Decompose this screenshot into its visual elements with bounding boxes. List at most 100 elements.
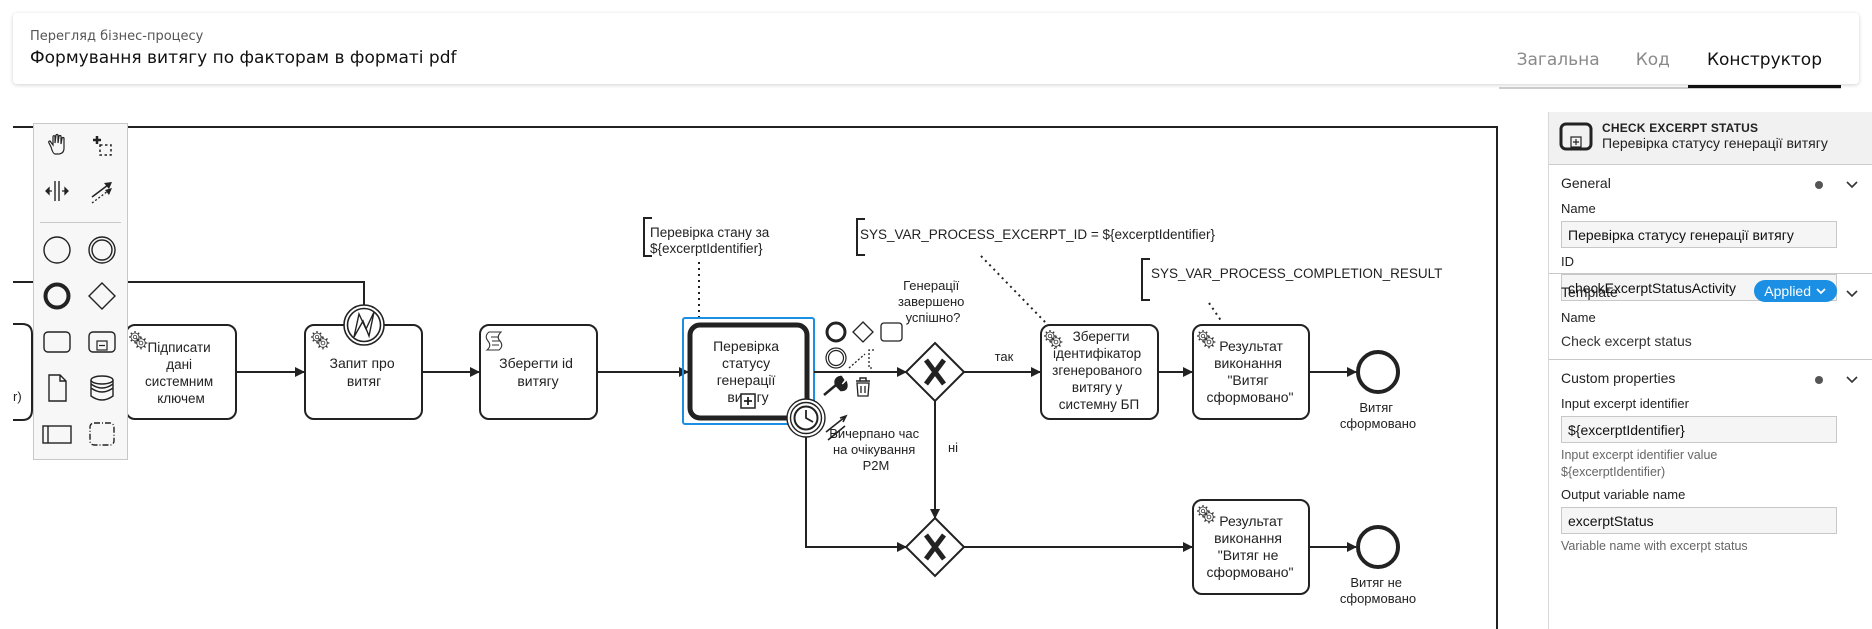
global-connect-icon[interactable]	[84, 173, 120, 209]
group-general-title[interactable]: General	[1561, 175, 1611, 191]
template-name-value: Check excerpt status	[1561, 333, 1692, 349]
intermediate-event-icon[interactable]	[84, 232, 120, 268]
sequence-flow-timeout[interactable]	[805, 437, 907, 552]
end-event-icon[interactable]	[39, 278, 75, 314]
subprocess-element-icon	[1559, 122, 1593, 151]
id-label: ID	[1561, 254, 1574, 269]
input-excerpt-field[interactable]: ${excerptIdentifier}	[1561, 416, 1837, 443]
breadcrumb: Перегляд бізнес-процесу	[30, 29, 204, 44]
text-annotation-check[interactable]: Перевірка стану за ${excerptIdentifier}	[643, 217, 773, 257]
lasso-tool-icon[interactable]	[84, 127, 120, 163]
append-gateway-icon[interactable]	[852, 321, 874, 343]
element-type: CHECK EXCERPT STATUS	[1602, 121, 1759, 135]
tab-constructor[interactable]: Конструктор	[1687, 37, 1841, 88]
output-variable-field[interactable]: excerptStatus	[1561, 507, 1837, 534]
task-partial[interactable]	[13, 323, 33, 421]
text-annotation-excerpt-id[interactable]: SYS_VAR_PROCESS_EXCERPT_ID = ${excerptId…	[856, 218, 1216, 256]
task-sign-data[interactable]: Підписати дані системним ключем	[125, 324, 237, 420]
delete-trash-icon[interactable]	[856, 377, 870, 397]
task-request-excerpt[interactable]: Запит про витяг	[304, 324, 423, 420]
group-has-data-indicator	[1815, 181, 1823, 189]
svg-text:Результат виконання: Результат виконання "Витяг не сформовано…	[1206, 513, 1293, 580]
end-event-fail-label: Витяг не сформовано	[1340, 575, 1416, 606]
connect-icon[interactable]	[825, 414, 848, 441]
timer-label: Вичерпано час на очікування P2M	[829, 426, 923, 473]
append-intermediate-event-icon[interactable]	[825, 347, 847, 369]
pool-border	[13, 126, 1498, 629]
data-store-icon[interactable]	[84, 370, 120, 406]
group-general: General Name Перевірка статусу генерації…	[1549, 165, 1872, 301]
svg-text:SYS_VAR_PROCESS_COMPLETION_RES: SYS_VAR_PROCESS_COMPLETION_RESULT	[1151, 266, 1442, 281]
bpmn-canvas[interactable]: r) Підписати дані системним ключем Запит…	[0, 100, 1540, 629]
output-variable-label: Output variable name	[1561, 487, 1686, 502]
timer-boundary-event[interactable]	[786, 398, 826, 438]
properties-header: CHECK EXCERPT STATUS Перевірка статусу г…	[1549, 112, 1872, 165]
script-task-icon	[485, 331, 503, 351]
append-annotation-icon[interactable]	[848, 349, 874, 369]
end-event-ok-label: Витяг сформовано	[1340, 400, 1416, 431]
task-icon[interactable]	[39, 324, 75, 360]
group-custom-properties: Custom properties Input excerpt identifi…	[1549, 360, 1872, 555]
data-object-icon[interactable]	[39, 370, 75, 406]
error-boundary-event[interactable]	[343, 304, 385, 346]
svg-text:Зберегти ідентифікатор: Зберегти ідентифікатор згенерованого вит…	[1052, 329, 1146, 412]
task-label: Підписати	[148, 340, 211, 355]
input-excerpt-label: Input excerpt identifier	[1561, 396, 1689, 411]
sequence-flow-error	[13, 281, 365, 305]
template-applied-badge[interactable]: Applied	[1754, 280, 1837, 302]
flow-yes-label: так	[995, 349, 1014, 364]
end-event-ok[interactable]	[1356, 350, 1400, 394]
tool-palette	[33, 123, 128, 460]
chevron-down-icon	[1816, 288, 1826, 295]
group-custom-title[interactable]: Custom properties	[1561, 370, 1676, 386]
name-input[interactable]: Перевірка статусу генерації витягу	[1561, 221, 1837, 248]
view-tabs: Загальна Код Конструктор	[1498, 37, 1841, 89]
palette-separator	[40, 222, 121, 223]
end-event-fail[interactable]	[1356, 525, 1400, 569]
task-result-ok[interactable]: Результат виконання "Витяг сформовано"	[1192, 324, 1310, 420]
tab-general[interactable]: Загальна	[1516, 50, 1600, 70]
task-result-fail[interactable]: Результат виконання "Витяг не сформовано…	[1192, 499, 1310, 595]
chevron-down-icon[interactable]	[1845, 286, 1859, 300]
template-name-label: Name	[1561, 310, 1596, 325]
association	[980, 255, 1047, 324]
gateway-icon[interactable]	[84, 278, 120, 314]
append-task-icon[interactable]	[880, 322, 903, 342]
group-has-data-indicator	[1815, 376, 1823, 384]
svg-text:SYS_VAR_PROCESS_EXCERPT_ID = $: SYS_VAR_PROCESS_EXCERPT_ID = ${excerptId…	[860, 227, 1216, 242]
element-name: Перевірка статусу генерації витягу	[1602, 135, 1828, 151]
subprocess-icon[interactable]	[84, 324, 120, 360]
task-check-status[interactable]: Перевірка статусу генерації витягу	[687, 322, 810, 421]
exclusive-gateway-success[interactable]	[904, 341, 966, 403]
error-icon	[353, 311, 375, 339]
svg-text:Запит про витяг: Запит про витяг	[330, 355, 399, 389]
svg-text:Результат виконання: Результат виконання "Витяг сформовано"	[1206, 338, 1293, 405]
output-variable-description: Variable name with excerpt status	[1561, 539, 1748, 553]
page-title: Формування витягу по факторам в форматі …	[30, 48, 457, 68]
exclusive-gateway-merge[interactable]	[904, 516, 966, 578]
context-pad	[823, 321, 903, 441]
association	[1208, 302, 1223, 323]
pool-icon[interactable]	[39, 416, 75, 452]
svg-text:Підписати дані сис: Підписати дані системним ключем	[145, 340, 217, 406]
space-tool-icon[interactable]	[39, 173, 75, 209]
tab-code[interactable]: Код	[1635, 50, 1670, 70]
page-header: Перегляд бізнес-процесу Формування витяг…	[13, 13, 1859, 89]
task-save-id[interactable]: Зберегти id витягу	[479, 324, 598, 420]
start-event-icon[interactable]	[39, 232, 75, 268]
chevron-down-icon[interactable]	[1845, 177, 1859, 191]
task-save-identifier[interactable]: Зберегти ідентифікатор згенерованого вит…	[1040, 324, 1159, 420]
name-label: Name	[1561, 201, 1596, 216]
chevron-down-icon[interactable]	[1845, 372, 1859, 386]
svg-text:Перевірка статусу: Перевірка статусу генерації витягу	[713, 338, 783, 405]
group-template-title[interactable]: Template	[1561, 284, 1618, 300]
svg-text:Зберегти id витягу: Зберегти id витягу	[499, 355, 577, 389]
append-end-event-icon[interactable]	[825, 321, 847, 343]
properties-panel: CHECK EXCERPT STATUS Перевірка статусу г…	[1548, 112, 1872, 629]
input-excerpt-description: Input excerpt identifier value${excerptI…	[1561, 448, 1718, 479]
hand-tool-icon[interactable]	[39, 127, 75, 163]
group-icon[interactable]	[84, 416, 120, 452]
text-annotation-completion[interactable]: SYS_VAR_PROCESS_COMPLETION_RESULT	[1141, 258, 1442, 301]
change-type-wrench-icon[interactable]	[823, 375, 848, 396]
group-template: Template Applied Name Check excerpt stat…	[1549, 274, 1872, 360]
